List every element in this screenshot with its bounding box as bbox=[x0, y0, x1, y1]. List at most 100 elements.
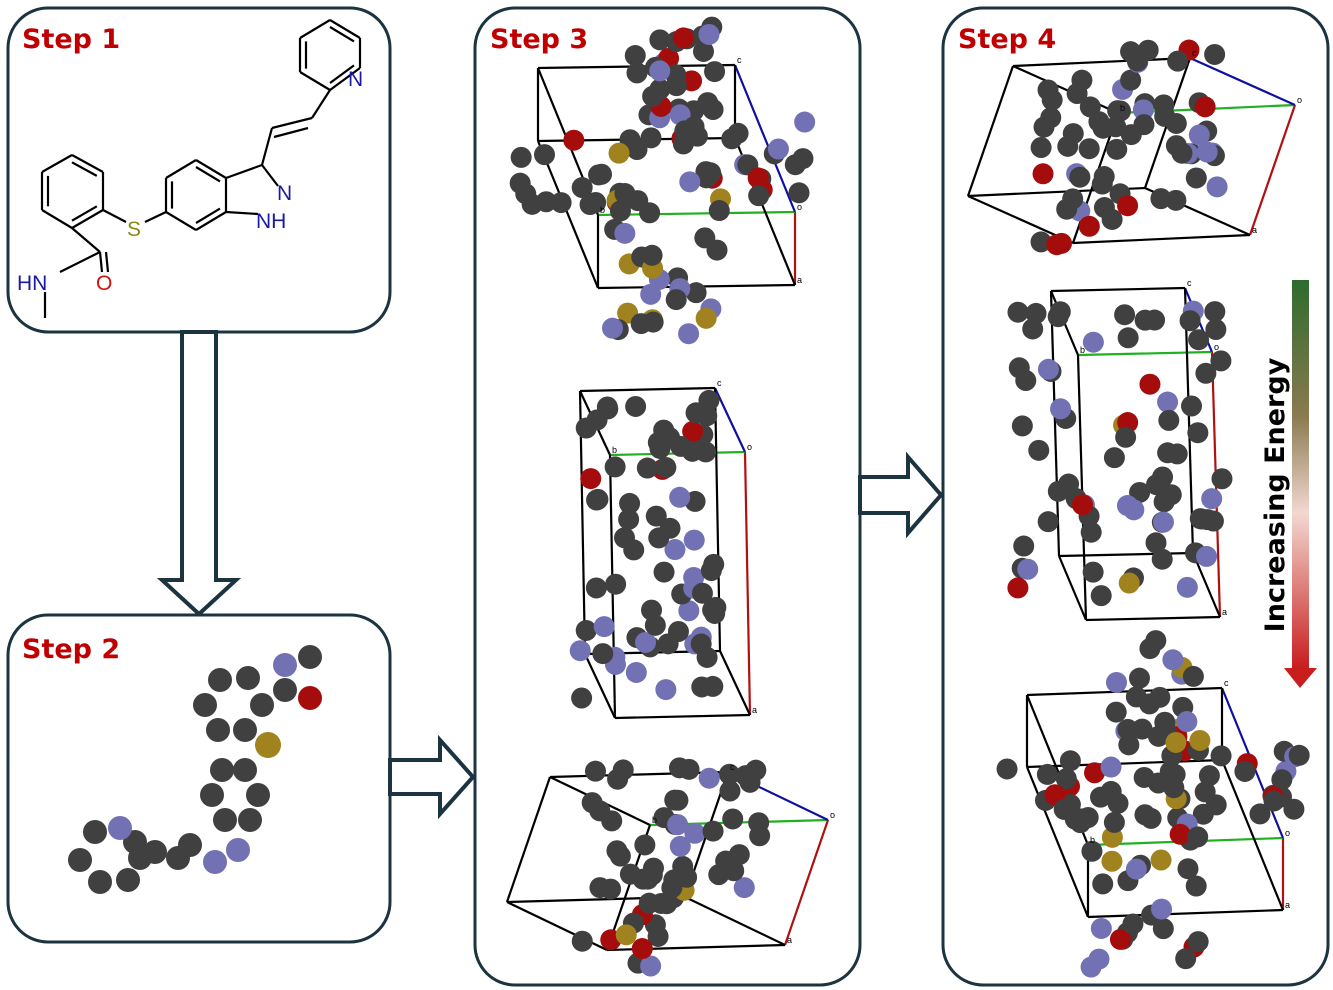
carbon-atom bbox=[586, 489, 608, 511]
carbon-atom bbox=[510, 146, 532, 168]
carbon-atom bbox=[626, 139, 648, 161]
energy-label: Increasing Energy bbox=[1260, 357, 1291, 632]
carbon-atom bbox=[642, 85, 664, 107]
cell-edge bbox=[719, 650, 751, 716]
carbon-atom bbox=[1185, 875, 1207, 897]
oxygen-atom bbox=[1046, 234, 1068, 256]
nitrogen-atom bbox=[1132, 99, 1154, 121]
nitrogen-atom bbox=[767, 138, 789, 160]
carbon-atom bbox=[722, 808, 744, 830]
carbon-atom bbox=[1145, 532, 1167, 554]
carbon-atom bbox=[233, 758, 257, 782]
carbon-atom bbox=[1134, 804, 1156, 826]
carbon-atom bbox=[638, 892, 660, 914]
carbon-atom bbox=[1062, 188, 1084, 210]
cell-edge bbox=[1087, 908, 1284, 919]
cell-label-origin: o bbox=[747, 442, 752, 452]
cell-label-a: a bbox=[797, 275, 802, 285]
carbon-atom bbox=[592, 643, 614, 665]
carbon-atom bbox=[1205, 319, 1227, 341]
nitrogen-atom bbox=[667, 814, 689, 836]
carbon-atom bbox=[1167, 50, 1189, 72]
cell-label-c: c bbox=[737, 55, 742, 65]
carbon-atom bbox=[702, 820, 724, 842]
nitrogen-atom bbox=[679, 171, 701, 193]
nitrogen-atom bbox=[108, 816, 132, 840]
sulfur-label: S bbox=[127, 218, 141, 241]
carbon-atom bbox=[1210, 350, 1232, 372]
carbon-atom bbox=[166, 846, 190, 870]
carbon-atom bbox=[1041, 89, 1063, 111]
carbon-atom bbox=[571, 930, 593, 952]
carbon-atom bbox=[641, 244, 663, 266]
carbon-atom bbox=[1234, 760, 1256, 782]
nitrogen-atom bbox=[669, 104, 691, 126]
carbon-atom bbox=[1198, 765, 1220, 787]
carbon-atom bbox=[1058, 473, 1080, 495]
carbon-atom bbox=[588, 164, 610, 186]
carbon-atom bbox=[678, 758, 700, 780]
sulfur-atom bbox=[695, 307, 717, 329]
carbon-atom bbox=[1210, 745, 1232, 767]
cell-label-origin: o bbox=[1214, 342, 1219, 352]
carbon-atom bbox=[1053, 798, 1075, 820]
cell-label-a: a bbox=[787, 935, 792, 945]
carbon-atom bbox=[749, 825, 771, 847]
bond bbox=[225, 210, 259, 216]
step4-title: Step 4 bbox=[958, 24, 1056, 55]
carbon-atom bbox=[1139, 638, 1161, 660]
carbon-atom bbox=[996, 758, 1018, 780]
carbon-atom bbox=[1105, 701, 1127, 723]
carbon-atom bbox=[584, 760, 606, 782]
oxygen-atom bbox=[1078, 215, 1100, 237]
carbon-atom bbox=[1103, 447, 1125, 469]
oxygen-atom bbox=[1007, 577, 1029, 599]
carbon-atom bbox=[623, 539, 645, 561]
bond bbox=[144, 211, 167, 223]
carbon-atom bbox=[686, 125, 708, 147]
carbon-atom bbox=[1008, 357, 1030, 379]
cell-label-b: b bbox=[600, 205, 605, 215]
carbon-atom bbox=[1204, 301, 1226, 323]
carbon-atom bbox=[645, 505, 667, 527]
carbon-atom bbox=[727, 122, 749, 144]
carbon-atom bbox=[700, 560, 722, 582]
cell-edge bbox=[966, 65, 1015, 197]
cell-label-b: b bbox=[1120, 103, 1125, 113]
bond bbox=[59, 251, 101, 273]
right-arrow-step3-to-step4 bbox=[858, 451, 944, 539]
carbon-atom bbox=[1013, 535, 1035, 557]
carbon-atom bbox=[649, 29, 671, 51]
bond bbox=[311, 89, 331, 119]
carbon-atom bbox=[1166, 443, 1188, 465]
carbon-atom bbox=[1082, 561, 1104, 583]
carbon-atom bbox=[1181, 395, 1203, 417]
carbon-atom bbox=[521, 193, 543, 215]
carbon-atom bbox=[1118, 734, 1140, 756]
bond bbox=[329, 67, 361, 91]
carbon-atom bbox=[636, 457, 658, 479]
nitrogen-atom bbox=[635, 631, 657, 653]
carbon-atom bbox=[1283, 798, 1305, 820]
cell-axis-b bbox=[1077, 350, 1213, 357]
carbon-atom bbox=[585, 192, 607, 214]
carbon-atom bbox=[1103, 811, 1125, 833]
bond bbox=[41, 154, 73, 173]
carbon-atom bbox=[708, 200, 730, 222]
nitrogen-atom bbox=[1157, 391, 1179, 413]
amide-hn-label: HN bbox=[17, 272, 47, 295]
cell-axis-c bbox=[733, 64, 797, 213]
carbon-atom bbox=[1152, 918, 1174, 940]
carbon-atom bbox=[1030, 231, 1052, 253]
carbon-atom bbox=[634, 834, 656, 856]
carbon-atom bbox=[1059, 750, 1081, 772]
carbon-atom bbox=[1179, 310, 1201, 332]
bond bbox=[104, 251, 110, 273]
carbon-atom bbox=[1177, 858, 1199, 880]
nitrogen-atom bbox=[678, 600, 700, 622]
cell-edge bbox=[1025, 766, 1090, 918]
carbon-atom bbox=[685, 282, 707, 304]
bond bbox=[41, 209, 73, 229]
carbon-atom bbox=[639, 202, 661, 224]
bond bbox=[260, 127, 274, 166]
